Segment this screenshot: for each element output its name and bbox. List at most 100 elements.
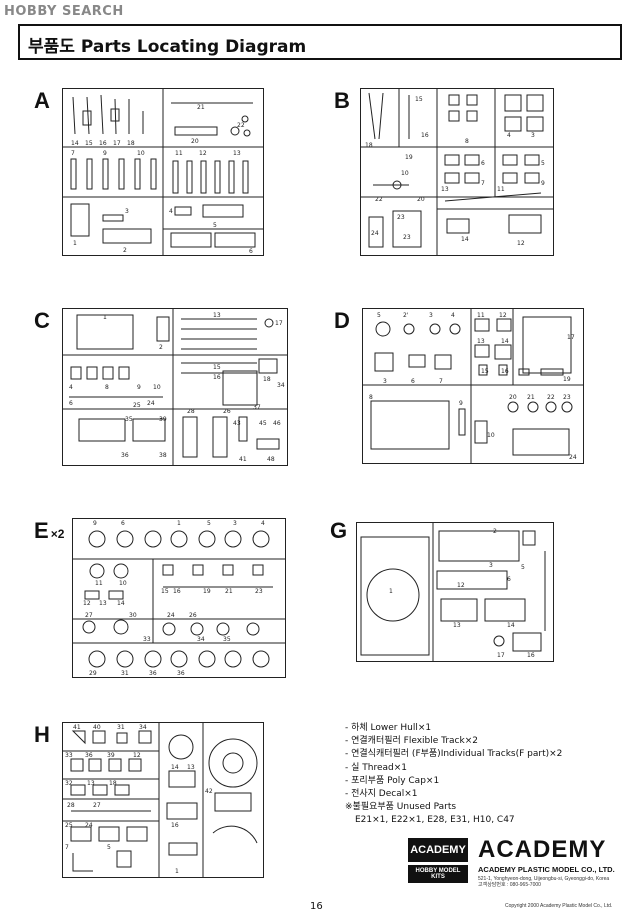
svg-text:22: 22 bbox=[547, 394, 555, 401]
page-header: 부품도 Parts Locating Diagram bbox=[18, 24, 622, 60]
svg-text:25: 25 bbox=[65, 822, 73, 829]
svg-text:31: 31 bbox=[121, 670, 129, 677]
svg-text:7: 7 bbox=[481, 180, 485, 187]
svg-text:12: 12 bbox=[199, 150, 207, 157]
svg-text:16: 16 bbox=[501, 368, 509, 375]
svg-text:27: 27 bbox=[93, 802, 101, 809]
svg-text:10: 10 bbox=[137, 150, 145, 157]
svg-text:39: 39 bbox=[159, 416, 167, 423]
svg-text:25: 25 bbox=[133, 402, 141, 409]
svg-text:23: 23 bbox=[255, 588, 263, 595]
svg-text:16: 16 bbox=[171, 822, 179, 829]
svg-text:16: 16 bbox=[421, 132, 429, 139]
svg-text:13: 13 bbox=[87, 780, 95, 787]
svg-text:10: 10 bbox=[119, 580, 127, 587]
svg-text:36: 36 bbox=[121, 452, 129, 459]
svg-text:41: 41 bbox=[73, 724, 81, 731]
legend-item: - 실 Thread×1 bbox=[345, 762, 407, 773]
svg-text:13: 13 bbox=[187, 764, 195, 771]
svg-text:3: 3 bbox=[429, 312, 433, 319]
svg-text:21: 21 bbox=[527, 394, 535, 401]
svg-text:10: 10 bbox=[487, 432, 495, 439]
svg-text:18: 18 bbox=[365, 142, 373, 149]
svg-text:3: 3 bbox=[489, 562, 493, 569]
svg-text:6: 6 bbox=[69, 400, 73, 407]
svg-text:14: 14 bbox=[461, 236, 469, 243]
svg-text:16: 16 bbox=[213, 374, 221, 381]
svg-text:36: 36 bbox=[85, 752, 93, 759]
svg-text:38: 38 bbox=[159, 452, 167, 459]
svg-text:24: 24 bbox=[85, 822, 93, 829]
svg-text:23: 23 bbox=[403, 234, 411, 241]
svg-text:5: 5 bbox=[207, 520, 211, 527]
svg-text:12: 12 bbox=[499, 312, 507, 319]
svg-text:28: 28 bbox=[67, 802, 75, 809]
academy-brand-block: ACADEMY ACADEMY PLASTIC MODEL CO., LTD. … bbox=[478, 836, 628, 888]
sprue-label-a: A bbox=[34, 88, 50, 113]
svg-text:37: 37 bbox=[253, 404, 261, 411]
svg-text:11: 11 bbox=[95, 580, 103, 587]
page-title: 부품도 Parts Locating Diagram bbox=[28, 37, 307, 57]
svg-text:11: 11 bbox=[477, 312, 485, 319]
svg-text:23: 23 bbox=[563, 394, 571, 401]
svg-text:23: 23 bbox=[397, 214, 405, 221]
watermark: HOBBY SEARCH bbox=[4, 4, 124, 19]
svg-text:32: 32 bbox=[65, 780, 73, 787]
svg-text:46: 46 bbox=[273, 420, 281, 427]
svg-text:6: 6 bbox=[411, 378, 415, 385]
svg-text:13: 13 bbox=[99, 600, 107, 607]
svg-text:5: 5 bbox=[541, 160, 545, 167]
svg-text:13: 13 bbox=[213, 312, 221, 319]
svg-text:36: 36 bbox=[149, 670, 157, 677]
svg-text:18: 18 bbox=[109, 780, 117, 787]
academy-box-title: ACADEMY bbox=[408, 838, 468, 862]
svg-text:28: 28 bbox=[187, 408, 195, 415]
svg-text:12: 12 bbox=[517, 240, 525, 247]
svg-text:15: 15 bbox=[481, 368, 489, 375]
svg-text:14: 14 bbox=[117, 600, 125, 607]
svg-text:39: 39 bbox=[107, 752, 115, 759]
svg-text:13: 13 bbox=[453, 622, 461, 629]
page-number: 16 bbox=[310, 901, 323, 912]
svg-text:24: 24 bbox=[371, 230, 379, 237]
svg-text:22: 22 bbox=[237, 122, 245, 129]
svg-text:11: 11 bbox=[497, 186, 505, 193]
svg-text:13: 13 bbox=[233, 150, 241, 157]
sprue-label-c: C bbox=[34, 308, 50, 333]
svg-text:9: 9 bbox=[541, 180, 545, 187]
svg-text:24: 24 bbox=[147, 400, 155, 407]
svg-text:42: 42 bbox=[205, 788, 213, 795]
svg-text:2: 2 bbox=[159, 344, 163, 351]
svg-text:19: 19 bbox=[405, 154, 413, 161]
svg-text:6: 6 bbox=[121, 520, 125, 527]
svg-text:24: 24 bbox=[569, 454, 577, 461]
svg-text:10: 10 bbox=[401, 170, 409, 177]
svg-text:21: 21 bbox=[197, 104, 205, 111]
svg-text:1: 1 bbox=[177, 520, 181, 527]
svg-text:3: 3 bbox=[531, 132, 535, 139]
svg-text:1: 1 bbox=[103, 314, 107, 321]
svg-text:13: 13 bbox=[441, 186, 449, 193]
svg-text:16: 16 bbox=[173, 588, 181, 595]
svg-text:36: 36 bbox=[177, 670, 185, 677]
svg-text:8: 8 bbox=[369, 394, 373, 401]
svg-text:34: 34 bbox=[139, 724, 147, 731]
svg-text:14: 14 bbox=[507, 622, 515, 629]
svg-text:20: 20 bbox=[191, 138, 199, 145]
svg-text:2': 2' bbox=[403, 312, 409, 319]
sprue-label-g: G bbox=[330, 518, 348, 543]
svg-text:35: 35 bbox=[223, 636, 231, 643]
sprue-label-d: D bbox=[334, 308, 350, 333]
svg-text:1: 1 bbox=[175, 868, 179, 875]
svg-text:4: 4 bbox=[451, 312, 455, 319]
svg-text:5: 5 bbox=[107, 844, 111, 851]
svg-text:40: 40 bbox=[93, 724, 101, 731]
